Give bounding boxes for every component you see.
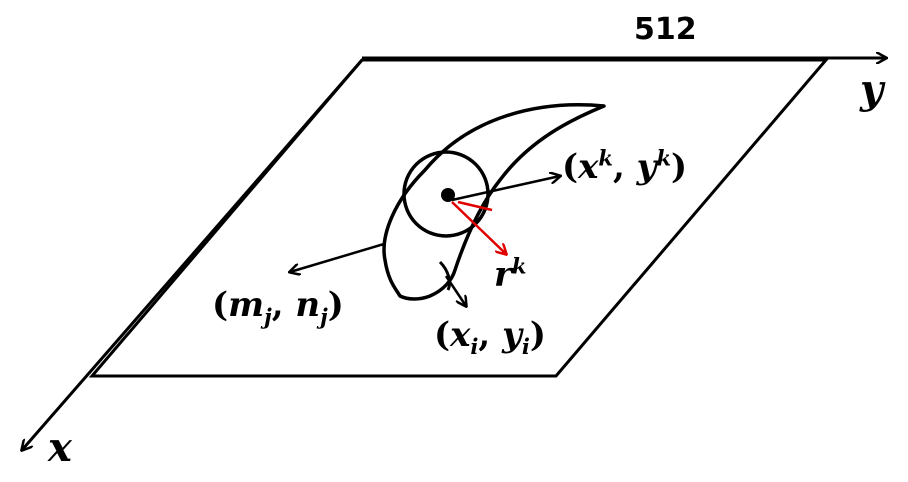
point-mn-n: n <box>295 285 321 325</box>
point-mn-n-sub: j <box>320 303 328 329</box>
centroid-circle <box>402 150 490 238</box>
point-xy-close: ) <box>529 315 546 355</box>
x-axis-label: x <box>48 424 72 471</box>
radius-arrow-secondary <box>457 200 493 212</box>
point-xy-x: x <box>450 315 471 355</box>
centroid-label-close: ) <box>671 147 688 187</box>
point-xy-x-sub: i <box>470 333 479 359</box>
point-xy-arrow <box>444 275 466 306</box>
point-xy-sep: , <box>478 315 503 355</box>
point-mn-m: m <box>228 285 265 325</box>
centroid-label-x-sup: k <box>598 145 613 171</box>
centroid-label-y-sup: k <box>656 145 672 171</box>
centroid-arrow <box>451 176 560 202</box>
centroid-point <box>441 188 455 202</box>
point-mn-label: (mj, nj) <box>212 285 344 327</box>
point-mn-arrow <box>290 242 385 272</box>
point-mn-m-sub: j <box>264 303 272 329</box>
point-mn-open: ( <box>212 285 229 325</box>
object-region-outline <box>382 103 606 301</box>
point-xy-open: ( <box>434 315 451 355</box>
point-xy-y-sub: i <box>521 333 530 359</box>
centroid-label: (xk, yk) <box>562 147 688 187</box>
point-mn-close: ) <box>327 285 344 325</box>
y-axis-label: y <box>860 66 884 113</box>
centroid-label-y: y <box>636 147 657 187</box>
image-plane <box>88 58 830 378</box>
object-notch <box>438 260 452 291</box>
radius-label-base: r <box>494 255 512 295</box>
x-axis-arrow <box>22 59 364 450</box>
centroid-label-sep: , <box>612 147 637 187</box>
axis-size-label: 512 <box>634 12 697 47</box>
centroid-label-open: ( <box>562 147 579 187</box>
point-mn-sep: , <box>271 285 296 325</box>
point-xy-y: y <box>502 315 522 355</box>
radius-label: rk <box>494 255 527 295</box>
centroid-label-x: x <box>578 147 599 187</box>
radius-label-sup: k <box>511 253 527 279</box>
point-xy-label: (xi, yi) <box>434 315 546 357</box>
radius-arrow <box>451 201 506 254</box>
